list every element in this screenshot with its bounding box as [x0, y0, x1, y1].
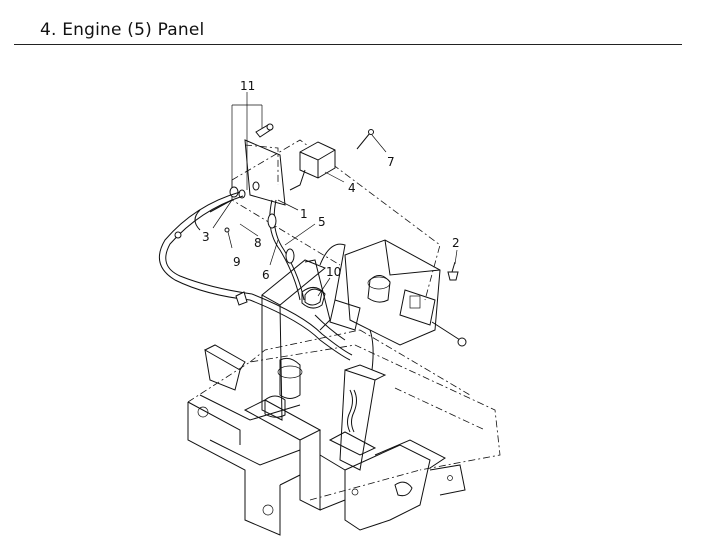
washers-3	[209, 181, 260, 213]
bolt-lower	[431, 321, 467, 347]
bracket-assembly	[301, 239, 441, 346]
clamp-10	[304, 288, 323, 306]
page-title: 4. Engine (5) Panel	[40, 20, 205, 40]
title-divider	[14, 44, 682, 45]
callout-7: 7	[387, 155, 395, 169]
callout-2: 2	[452, 236, 460, 250]
callout-6: 6	[262, 268, 270, 282]
callout-4: 4	[348, 181, 356, 195]
switch-component	[289, 141, 336, 191]
callout-11: 11	[240, 79, 255, 93]
bolt-2	[447, 261, 459, 281]
callout-3: 3	[202, 230, 210, 244]
screw-11	[255, 123, 274, 138]
callout-8: 8	[254, 236, 262, 250]
wire-harness	[158, 191, 374, 433]
callout-9: 9	[233, 255, 241, 269]
bolt-7	[356, 129, 374, 150]
callout-10: 10	[326, 265, 341, 279]
callout-1: 1	[300, 207, 308, 221]
callout-5: 5	[318, 215, 326, 229]
frame-structure	[187, 344, 466, 536]
pedal-column	[261, 243, 387, 471]
frame-outline	[187, 329, 501, 501]
leader-lines	[212, 92, 458, 297]
